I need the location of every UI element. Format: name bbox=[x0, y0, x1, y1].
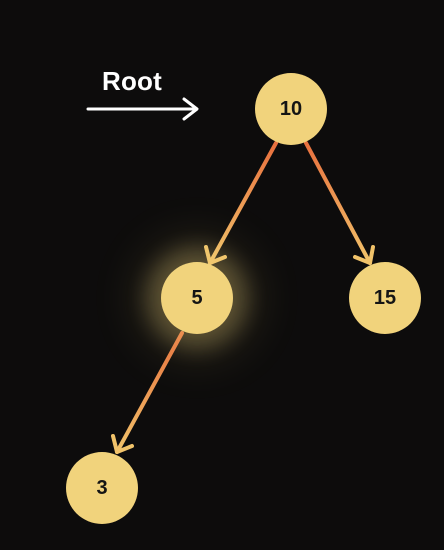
tree-node-15: 15 bbox=[349, 262, 421, 334]
edge-10-to-5 bbox=[204, 141, 278, 265]
node-value: 3 bbox=[96, 476, 108, 499]
node-value: 10 bbox=[279, 97, 303, 120]
root-label: Root bbox=[102, 66, 162, 96]
tree-node-5-highlighted: 5 bbox=[161, 262, 233, 334]
tree-node-10: 10 bbox=[255, 73, 327, 145]
tree-node-3: 3 bbox=[66, 452, 138, 524]
root-arrow bbox=[86, 97, 199, 121]
edge-5-to-3 bbox=[111, 331, 184, 454]
node-value: 15 bbox=[373, 286, 397, 309]
edge-10-to-15 bbox=[304, 141, 375, 265]
node-value: 5 bbox=[191, 286, 203, 309]
